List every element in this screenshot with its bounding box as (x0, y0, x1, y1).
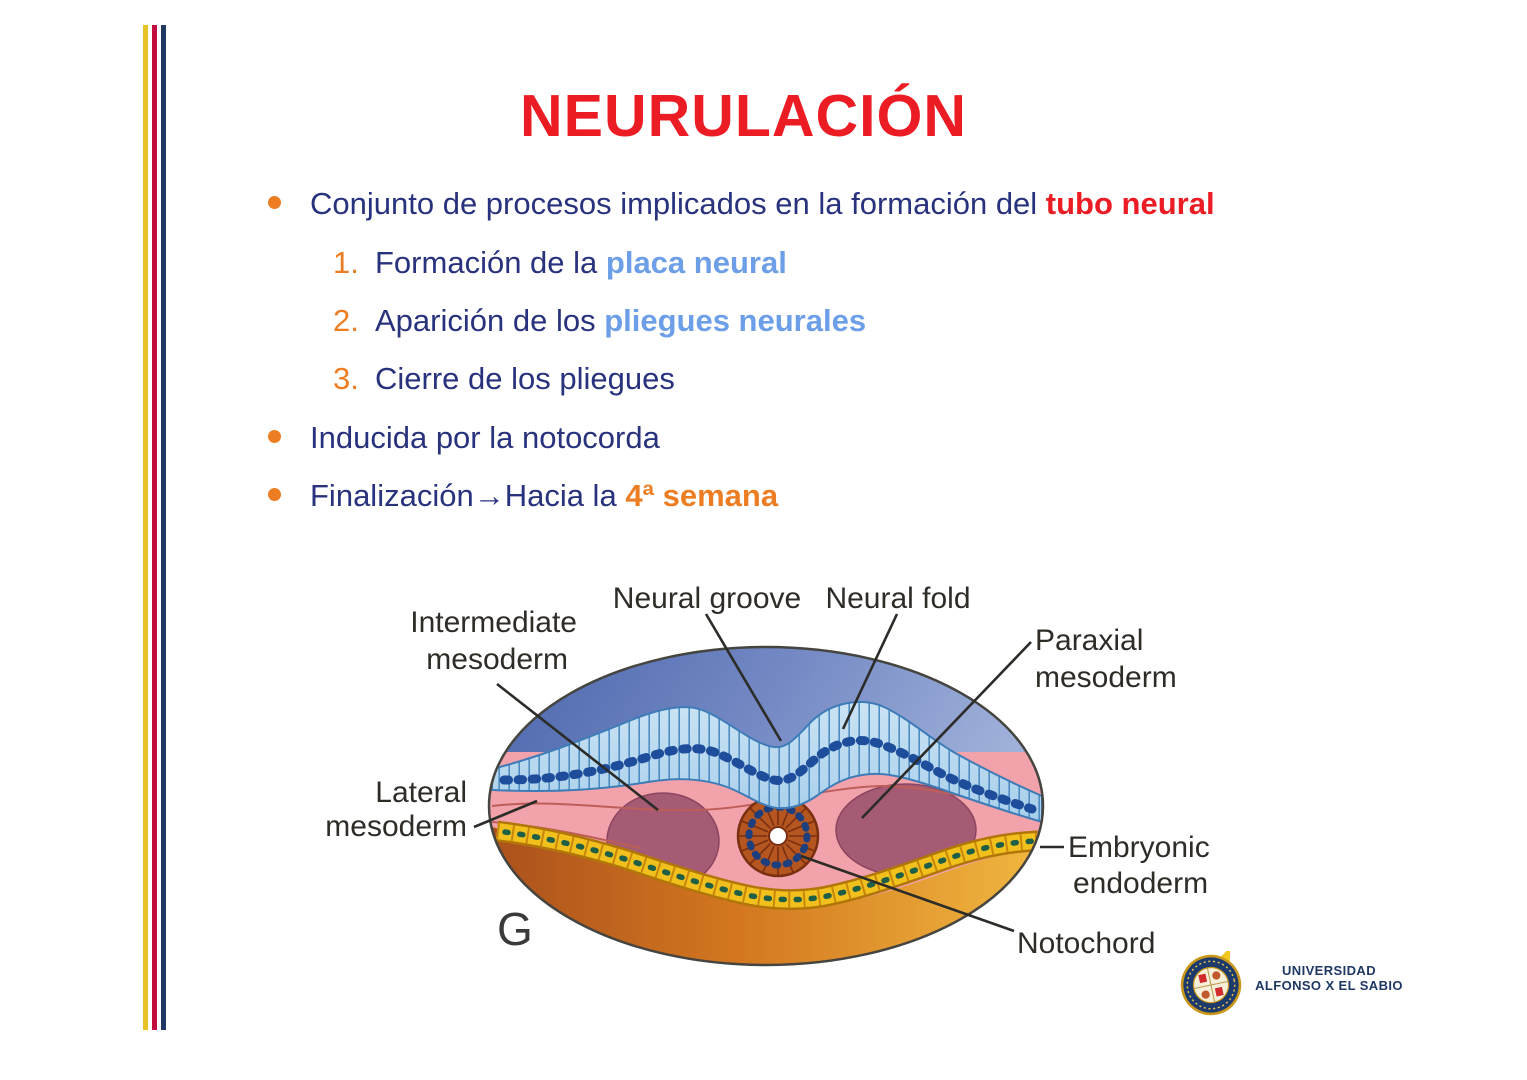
label-paraxial-mesoderm-line1: Paraxial (1035, 624, 1143, 657)
label-lateral-mesoderm-line1: Lateral (375, 776, 467, 809)
bullet-3-highlight: 4ª semana (625, 478, 779, 513)
bullet-1-highlight: tubo neural (1045, 186, 1215, 221)
endoderm-cell-row (494, 820, 1041, 911)
stripe-yellow (143, 25, 148, 1030)
label-paraxial-mesoderm-line2: mesoderm (1035, 661, 1177, 694)
bullet-item-3: Finalización→Hacia la 4ª semana (268, 478, 778, 514)
accent-stripes (143, 25, 167, 1030)
slide-title: NEURULACIÓN (520, 83, 967, 149)
label-neural-groove: Neural groove (613, 582, 801, 615)
stripe-crimson (152, 25, 157, 1030)
label-intermediate-mesoderm-line1: Intermediate (410, 606, 577, 639)
bullet-item-2: Inducida por la notocorda (268, 420, 660, 456)
numbered-item-1: 1. Formación de la placa neural (333, 245, 787, 281)
bullet-dot (268, 430, 281, 444)
paraxial-mesoderm-leader (861, 641, 1032, 819)
numbered-1-highlight: placa neural (605, 245, 787, 280)
number-marker-1: 1. (333, 245, 359, 280)
bullet-item-1: Conjunto de procesos implicados en la fo… (268, 186, 1215, 222)
bullet-2-text: Inducida por la notocorda (310, 420, 660, 455)
university-seal-icon (1180, 951, 1242, 1016)
numbered-item-2: 2. Aparición de los pliegues neurales (333, 303, 866, 339)
cell-nuclei-row (499, 736, 1037, 814)
numbered-item-3: 3. Cierre de los pliegues (333, 361, 675, 397)
bullet-3-text: Finalización→Hacia la (310, 478, 626, 513)
label-intermediate-mesoderm-line2: mesoderm (426, 643, 568, 676)
leader-lines (473, 613, 1064, 933)
embryo-ellipse (487, 645, 1045, 967)
bullet-dot (268, 196, 281, 210)
bullet-dot (268, 488, 281, 502)
university-name-line2: ALFONSO X EL SABIO (1255, 978, 1403, 993)
label-neural-fold: Neural fold (825, 582, 970, 615)
number-marker-2: 2. (333, 303, 359, 338)
label-embryonic-endoderm-line1: Embryonic (1068, 831, 1210, 864)
notochord-leader (800, 854, 1015, 933)
numbered-2-highlight: pliegues neurales (604, 303, 867, 338)
label-lateral-mesoderm-line2: mesoderm (325, 810, 467, 843)
stripe-navy (161, 25, 166, 1030)
label-embryonic-endoderm-line2: endoderm (1073, 867, 1208, 900)
numbered-3-text: Cierre de los pliegues (375, 361, 675, 396)
figure-letter: G (497, 903, 533, 955)
neural-groove-leader (704, 613, 783, 742)
intermediate-mesoderm-leader (496, 682, 659, 812)
notochord-rosette (736, 794, 820, 878)
number-marker-3: 3. (333, 361, 359, 396)
lateral-mesoderm-leader (473, 799, 538, 829)
neural-fold-leader (841, 613, 899, 730)
university-name: UNIVERSIDAD ALFONSO X EL SABIO (1250, 963, 1408, 993)
university-name-line1: UNIVERSIDAD (1282, 963, 1376, 978)
bullet-1-text: Conjunto de procesos implicados en la fo… (310, 186, 1046, 221)
numbered-1-text: Formación de la (375, 245, 606, 280)
label-notochord: Notochord (1017, 927, 1155, 960)
numbered-2-text: Aparición de los (375, 303, 605, 338)
